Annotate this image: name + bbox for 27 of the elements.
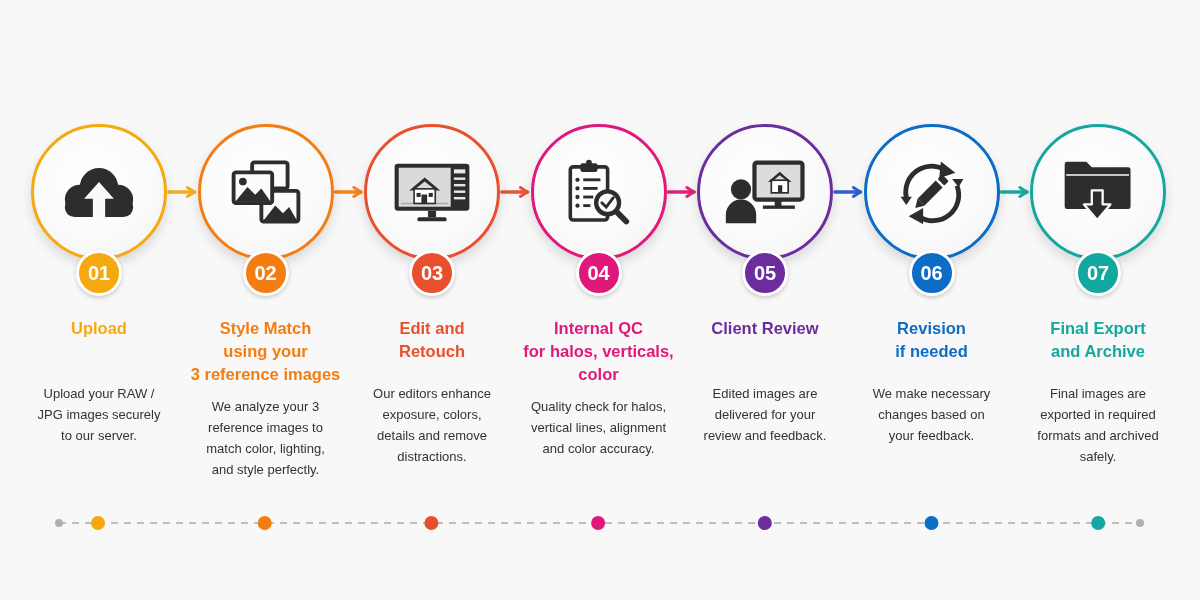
arrow — [500, 186, 530, 198]
step-title: Revision if needed — [894, 318, 969, 362]
step-title: Style Match using your 3 reference images — [189, 318, 342, 385]
step-description: Quality check for halos, vertical lines, alignment and color accuracy. — [529, 398, 668, 458]
arrow — [666, 186, 696, 198]
step-number-badge: 03 — [409, 250, 455, 296]
step-number-badge: 07 — [1075, 250, 1121, 296]
step-description: We analyze your 3 reference images to match color, lighting, and style perfectly. — [205, 398, 326, 479]
arrow — [333, 186, 363, 198]
step-title: Edit and Retouch — [398, 318, 466, 362]
step-title: Internal QC for halos, verticals, color — [522, 318, 675, 385]
step-description: Our editors enhance exposure, colors, details and remove distractions. — [372, 385, 492, 466]
step-description: Edited images are delivered for your review and feedback. — [702, 385, 828, 445]
step-number-badge: 06 — [908, 250, 955, 296]
step-number-badge: 05 — [742, 250, 788, 296]
step-title: Client Review — [710, 318, 820, 339]
step-description: Upload your RAW / JPG images securely to our server. — [36, 385, 162, 445]
arrow — [833, 186, 863, 198]
step-number-badge: 01 — [76, 250, 122, 296]
step-description: We make necessary changes based on your feedback. — [871, 385, 992, 445]
arrow — [999, 186, 1029, 198]
step-title: Upload — [70, 318, 128, 339]
step-number-badge: 02 — [242, 250, 289, 296]
step-number-badge: 04 — [575, 250, 622, 296]
step-description: Final images are exported in required formats and archived safely. — [1036, 385, 1160, 466]
step-title: Final Export and Archive — [1049, 318, 1147, 362]
arrow — [167, 186, 197, 198]
